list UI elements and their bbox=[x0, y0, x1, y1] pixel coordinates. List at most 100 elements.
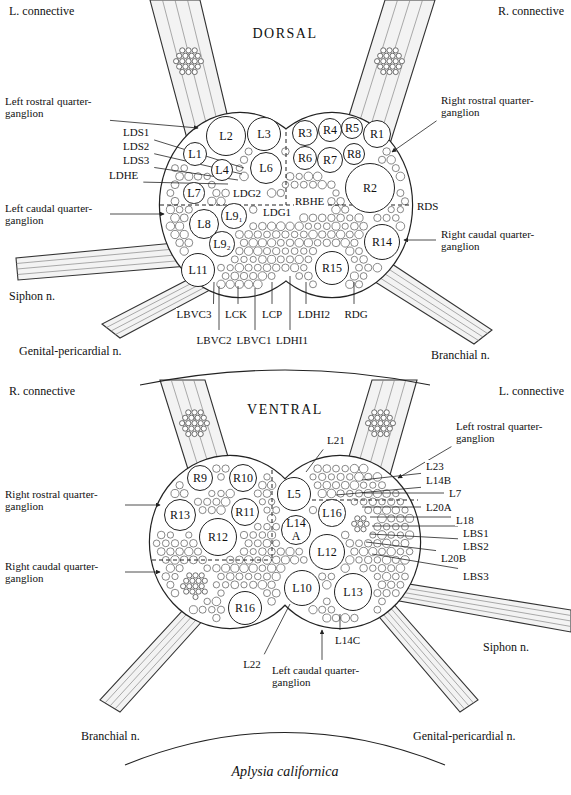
small-neuron bbox=[180, 247, 188, 255]
axon-profile bbox=[390, 421, 395, 426]
axon-profile bbox=[189, 64, 194, 69]
small-neuron bbox=[213, 498, 220, 505]
nerve-trunk bbox=[375, 600, 478, 712]
axon-profile bbox=[378, 64, 383, 69]
small-neuron bbox=[351, 614, 359, 622]
small-neuron bbox=[337, 473, 344, 480]
neuron-cell: R13 bbox=[164, 499, 196, 531]
cell-label: L20B bbox=[440, 552, 467, 564]
cell-name: L7 bbox=[187, 187, 200, 200]
neuron-cell: L12 bbox=[309, 534, 345, 570]
axon-profile bbox=[387, 48, 392, 53]
small-neuron bbox=[208, 506, 215, 513]
axon-profile bbox=[201, 415, 206, 420]
small-neuron bbox=[171, 230, 179, 238]
small-neuron bbox=[222, 189, 230, 197]
small-neuron bbox=[318, 231, 325, 238]
small-neuron bbox=[236, 247, 243, 254]
small-neuron bbox=[250, 256, 256, 262]
small-neuron bbox=[204, 498, 211, 505]
small-neuron bbox=[346, 231, 353, 238]
axon-profile bbox=[361, 527, 366, 532]
small-neuron bbox=[291, 231, 298, 238]
region-label: Right rostral quarter-ganglion bbox=[440, 94, 554, 118]
small-neuron bbox=[359, 547, 368, 556]
small-neuron bbox=[263, 264, 271, 272]
leader-line bbox=[255, 288, 256, 330]
small-neuron bbox=[272, 572, 280, 580]
small-neuron bbox=[356, 264, 363, 271]
small-neuron bbox=[264, 231, 271, 238]
cell-label: L7 bbox=[448, 487, 462, 499]
small-neuron bbox=[337, 214, 345, 222]
small-neuron bbox=[406, 514, 414, 522]
small-neuron bbox=[323, 614, 331, 622]
axon-profile bbox=[196, 589, 201, 594]
small-neuron bbox=[364, 556, 372, 564]
small-neuron bbox=[365, 507, 372, 514]
axon-profile bbox=[195, 415, 200, 420]
small-neuron bbox=[341, 531, 349, 539]
axon-profile bbox=[183, 415, 188, 420]
small-neuron bbox=[167, 581, 174, 588]
small-neuron bbox=[382, 539, 391, 548]
small-neuron bbox=[259, 499, 265, 505]
small-neuron bbox=[378, 482, 385, 489]
small-neuron bbox=[282, 231, 289, 238]
small-neuron bbox=[314, 223, 320, 229]
axon-profile bbox=[186, 59, 191, 64]
small-neuron bbox=[244, 247, 253, 256]
small-neuron bbox=[365, 264, 372, 271]
small-neuron bbox=[264, 590, 271, 597]
small-neuron bbox=[378, 514, 387, 523]
small-neuron bbox=[319, 473, 326, 480]
small-neuron bbox=[327, 489, 336, 498]
small-neuron bbox=[301, 264, 308, 271]
leader-line bbox=[336, 487, 421, 495]
small-neuron bbox=[360, 256, 368, 264]
axon-profile bbox=[364, 521, 369, 526]
axon-profile bbox=[372, 421, 377, 426]
nerve-trunk bbox=[16, 242, 188, 280]
small-neuron bbox=[254, 247, 263, 256]
axon-profile bbox=[369, 415, 374, 420]
small-neuron bbox=[254, 540, 261, 547]
small-neuron bbox=[333, 190, 339, 196]
cell-name: L12 bbox=[317, 546, 336, 559]
cell-label: L14C bbox=[334, 634, 361, 646]
small-neuron bbox=[176, 206, 183, 213]
small-neuron bbox=[176, 482, 183, 489]
axon-profile bbox=[393, 59, 398, 64]
region-label: Right rostral quarter-ganglion bbox=[4, 488, 121, 512]
small-neuron bbox=[176, 565, 183, 572]
small-neuron bbox=[222, 564, 230, 572]
small-neuron bbox=[397, 515, 405, 523]
axon-profile bbox=[189, 53, 194, 58]
axon-profile bbox=[352, 521, 357, 526]
leader-line bbox=[290, 276, 291, 330]
nerve-trunk bbox=[394, 582, 571, 632]
small-neuron bbox=[208, 197, 216, 205]
small-neuron bbox=[309, 181, 316, 188]
axon-profile bbox=[372, 431, 377, 436]
axon-profile bbox=[195, 64, 200, 69]
small-neuron bbox=[254, 490, 261, 497]
small-neuron bbox=[323, 465, 331, 473]
small-neuron bbox=[300, 214, 308, 222]
small-neuron bbox=[328, 573, 335, 580]
small-neuron bbox=[369, 498, 377, 506]
cell-name: L2 bbox=[219, 130, 232, 143]
small-neuron bbox=[226, 573, 234, 581]
small-neuron bbox=[272, 264, 280, 272]
small-neuron bbox=[259, 532, 266, 539]
cell-name: L6 bbox=[259, 162, 272, 175]
small-neuron bbox=[245, 148, 252, 155]
small-neuron bbox=[359, 464, 368, 473]
axon-profile bbox=[387, 59, 392, 64]
small-neuron bbox=[382, 572, 390, 580]
small-neuron bbox=[263, 247, 270, 254]
small-neuron bbox=[208, 181, 215, 188]
small-neuron bbox=[171, 589, 179, 597]
region-label: Left caudal quarter-ganglion bbox=[4, 202, 106, 226]
small-neuron bbox=[273, 523, 280, 530]
